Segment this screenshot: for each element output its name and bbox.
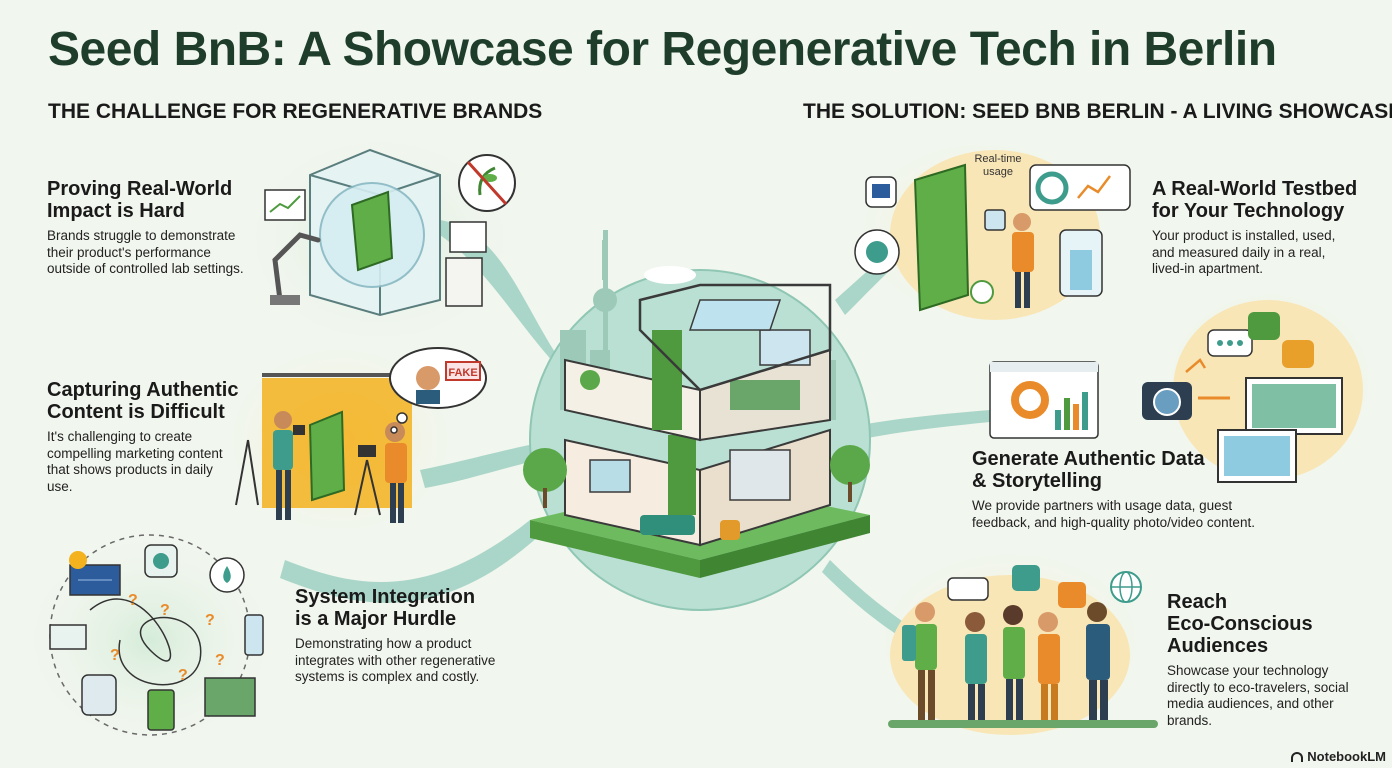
- challenge-item-body: It's challenging to create compelling ma…: [47, 429, 223, 494]
- challenge-item-authentic-content: Capturing Authentic Content is Difficult…: [47, 379, 247, 495]
- svg-text:?: ?: [205, 612, 215, 629]
- svg-text:?: ?: [178, 667, 188, 684]
- fake-stamp-badge: FAKE: [448, 367, 477, 379]
- berlin-house-illustration: [523, 230, 871, 611]
- solution-item-title: Reach Eco-Conscious Audiences: [1167, 591, 1313, 657]
- data-storytelling-icon: [989, 300, 1363, 483]
- svg-text:?: ?: [110, 647, 120, 664]
- solution-item-title: Generate Authentic Data & Storytelling: [972, 448, 1205, 492]
- solution-item-eco-audiences: Reach Eco-Conscious Audiences Showcase y…: [1167, 591, 1377, 729]
- svg-text:?: ?: [215, 652, 225, 669]
- cloud-icon: [644, 266, 696, 284]
- solution-item-body: Your product is installed, used, and mea…: [1152, 228, 1336, 276]
- challenge-item-title: Proving Real-World Impact is Hard: [47, 178, 233, 222]
- svg-text:?: ?: [128, 592, 138, 609]
- tangled-systems-icon: ?? ?? ??: [49, 534, 264, 736]
- challenge-item-title: Capturing Authentic Content is Difficult: [47, 379, 239, 423]
- challenge-item-title: System Integration is a Major Hurdle: [295, 586, 476, 630]
- solution-item-body: We provide partners with usage data, gue…: [972, 498, 1255, 530]
- lab-bubble-icon: [264, 148, 516, 317]
- challenge-item-body: Brands struggle to demonstrate their pro…: [47, 228, 244, 276]
- challenge-item-body: Demonstrating how a product integrates w…: [295, 636, 496, 684]
- solution-item-testbed: A Real-World Testbed for Your Technology…: [1152, 178, 1382, 278]
- solution-heading: THE SOLUTION: SEED BNB BERLIN - A LIVING…: [803, 100, 1392, 123]
- page-title: Seed BnB: A Showcase for Regenerative Te…: [48, 23, 1277, 76]
- notebooklm-logo-icon: [1291, 751, 1304, 762]
- challenge-item-system-integration: System Integration is a Major Hurdle Dem…: [295, 586, 535, 686]
- challenge-heading: THE CHALLENGE FOR REGENERATIVE BRANDS: [48, 100, 543, 123]
- challenge-item-proving-impact: Proving Real-World Impact is Hard Brands…: [47, 178, 267, 278]
- svg-text:?: ?: [160, 602, 170, 619]
- photo-studio-icon: FAKE: [235, 347, 487, 523]
- solution-item-body: Showcase your technology directly to eco…: [1167, 663, 1349, 728]
- notebooklm-watermark: NotebookLM: [1291, 749, 1386, 764]
- audience-icon: [888, 565, 1158, 735]
- solution-item-data-storytelling: Generate Authentic Data & Storytelling W…: [972, 448, 1292, 531]
- watermark-text: NotebookLM: [1307, 749, 1386, 764]
- solution-item-title: A Real-World Testbed for Your Technology: [1152, 178, 1358, 222]
